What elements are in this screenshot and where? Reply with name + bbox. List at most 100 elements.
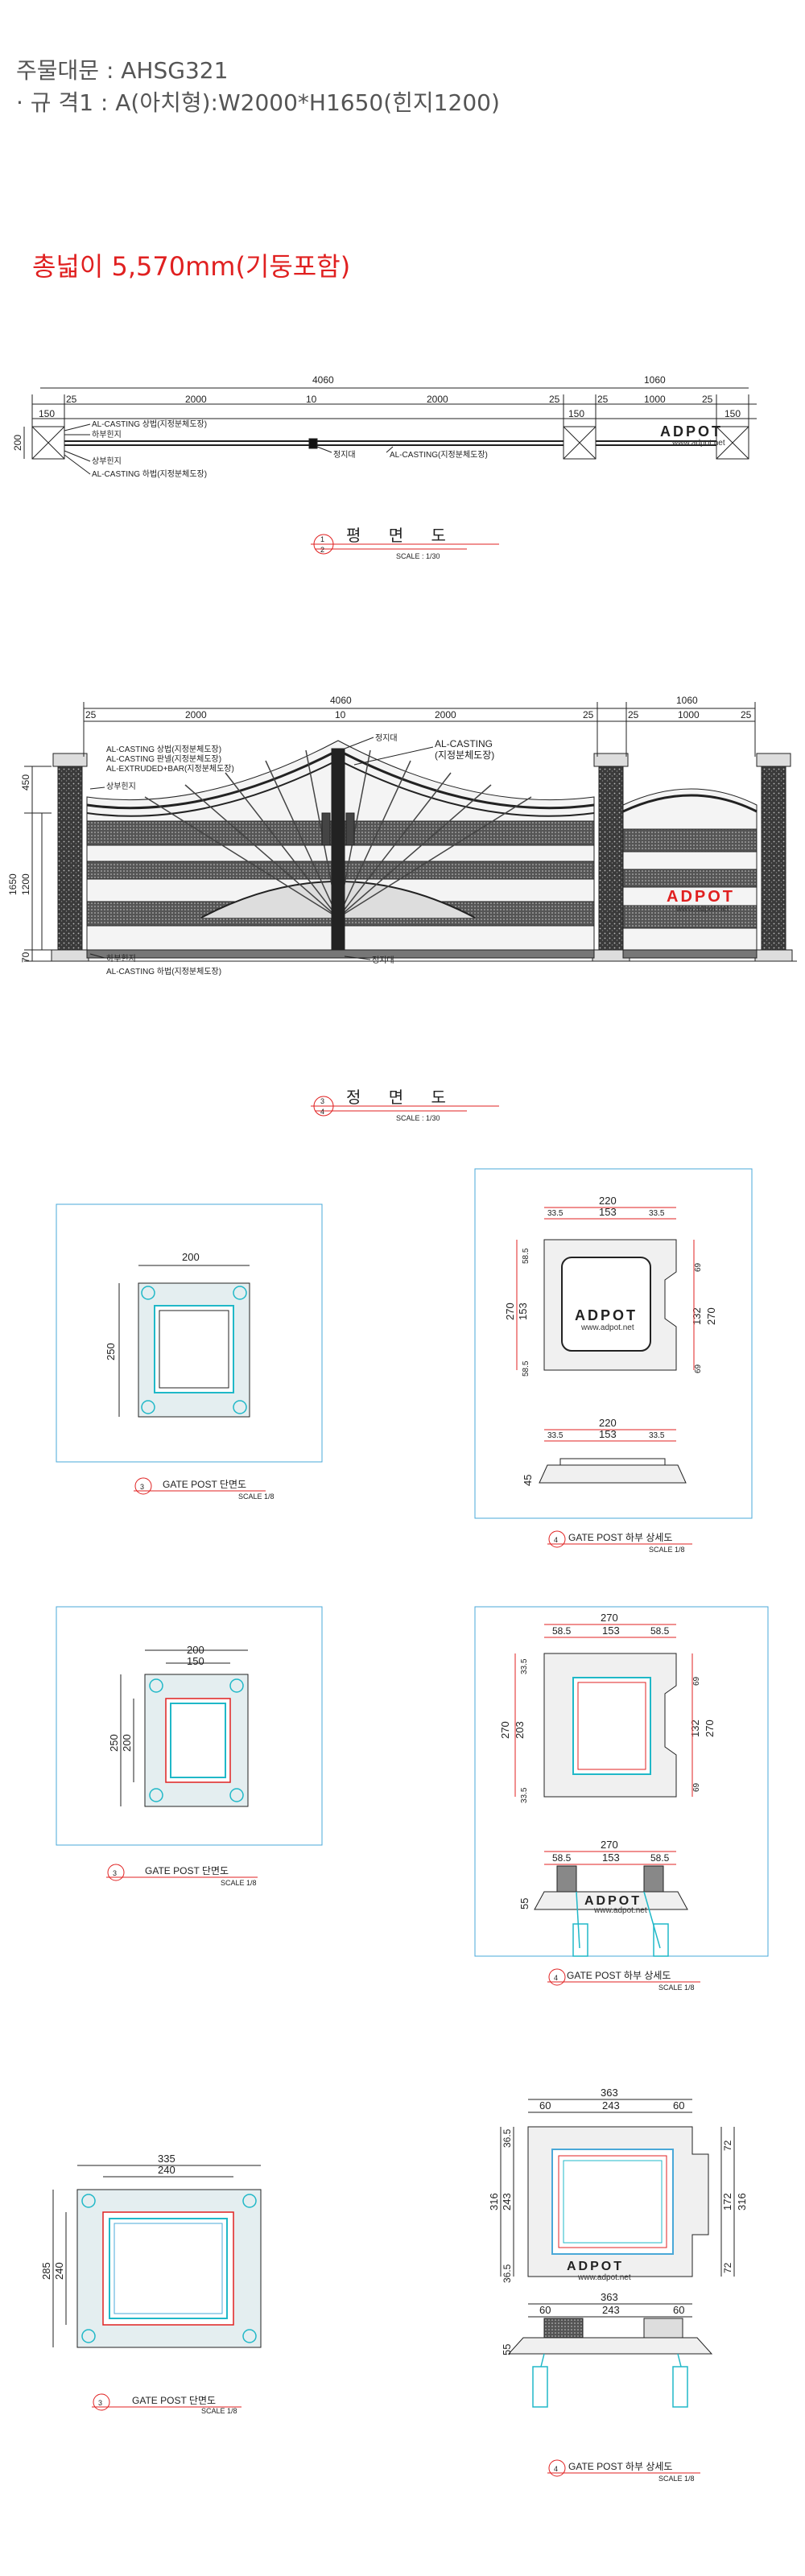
plan-watermark: ADPOT www.adpot.net: [660, 423, 725, 448]
d6-right-mid: 172: [721, 2193, 733, 2211]
elev-dim-leaf-right: 2000: [435, 709, 456, 720]
d3-dim-inner-height: 200: [121, 1734, 133, 1752]
plan-marker-bottom: 2: [320, 546, 324, 554]
plan-dim-post-right: 150: [724, 408, 741, 419]
elev-post-left: [51, 753, 89, 962]
plan-dim-c25c: 25: [597, 394, 609, 405]
d5-dim-outer-width: 335: [158, 2153, 175, 2165]
elevation-dimension-text: 4060 1060 2000 10 2000 1000 25 25 25 25 …: [7, 695, 752, 963]
plan-dim-c25d: 25: [702, 394, 713, 405]
plan-scale: SCALE : 1/30: [396, 552, 440, 560]
d1-dim-height: 250: [105, 1343, 117, 1360]
d4-top-c: 58.5: [650, 1625, 670, 1637]
d2-left-total: 270: [504, 1302, 516, 1320]
d5-dim-outer-height: 285: [40, 2262, 52, 2280]
elevation-labels: 정지대 AL-CASTING (지정분체도장) AL-CASTING 상법(지정…: [89, 733, 494, 976]
elev-dim-leaf-left: 2000: [185, 709, 207, 720]
d6-top-total: 363: [601, 2087, 618, 2099]
elevation-dimensions: [24, 702, 756, 961]
elev-label-top-stop: 정지대: [375, 733, 398, 743]
elev-dim-450: 450: [20, 774, 31, 791]
plan-post-mid: [563, 426, 597, 460]
d4-left-total: 270: [499, 1721, 511, 1739]
plan-brand-url: www.adpot.net: [671, 439, 725, 448]
d2-right-top: 69: [694, 1262, 703, 1272]
d2-brand: ADPOT: [575, 1307, 638, 1323]
plan-dim-leaf-right: 2000: [427, 394, 448, 405]
d3-dim-outer-height: 250: [108, 1734, 120, 1752]
elev-label-upper-hinge: 상부힌지: [106, 782, 136, 791]
d2-brand-url: www.adpot.net: [580, 1323, 634, 1332]
d4-top-total: 270: [601, 1612, 618, 1624]
plan-view: [23, 387, 757, 460]
d2-base-height: 45: [522, 1475, 534, 1486]
d4-marker: 4: [554, 1974, 558, 1982]
elev-dim-c25c: 25: [628, 709, 639, 720]
plan-brand: ADPOT: [660, 423, 723, 440]
elev-dim-c25d: 25: [741, 709, 752, 720]
d6-marker: 4: [554, 2465, 558, 2473]
d2-base-b: 153: [599, 1428, 617, 1440]
spec-line: · 규 격1 : A(아치형):W2000*H1650(힌지1200): [16, 89, 500, 116]
elev-post-right: [754, 753, 793, 962]
d4-right-mid: 132: [689, 1719, 701, 1737]
d2-right-total: 270: [705, 1307, 717, 1325]
plan-title-block: 1 2 평 면 도 SCALE : 1/30: [311, 526, 499, 560]
plan-dim-overall: 4060: [312, 374, 334, 386]
d6-left-top: 36.5: [502, 2128, 513, 2148]
d6-title: GATE POST 하부 상세도: [568, 2461, 672, 2472]
d3-scale: SCALE 1/8: [221, 1879, 257, 1887]
d2-right-bottom: 69: [694, 1364, 703, 1373]
d6-base-a: 60: [539, 2304, 551, 2316]
d4-left-bottom: 33.5: [520, 1787, 529, 1803]
d4-top-b: 153: [602, 1624, 620, 1637]
d4-right-bottom: 69: [692, 1782, 701, 1792]
elev-dim-side: 1060: [676, 695, 698, 706]
elev-label-upper-casting: AL-CASTING 상법(지정분체도장): [106, 745, 221, 754]
d2-left-bottom: 58.5: [522, 1360, 530, 1377]
d3-dim-inner-width: 150: [187, 1655, 204, 1667]
elev-brand: ADPOT: [667, 888, 735, 906]
elev-side-gate: [622, 788, 758, 959]
d4-right-total: 270: [704, 1719, 716, 1737]
elev-dim-c25a: 25: [85, 709, 97, 720]
d3-dim-outer-width: 200: [187, 1644, 204, 1656]
elev-dim-1650: 1650: [7, 873, 19, 895]
elev-brand-url: www.adpot.net: [675, 905, 729, 914]
elev-dim-c25b: 25: [583, 709, 594, 720]
d2-top-c: 33.5: [649, 1209, 665, 1218]
d6-base-total: 363: [601, 2291, 618, 2303]
elevation-title-block: 3 4 정 면 도 SCALE : 1/30: [311, 1088, 499, 1122]
plan-label-lower-casting: AL-CASTING 하법(지정분체도장): [92, 469, 207, 479]
d1-dim-width: 200: [182, 1251, 200, 1263]
elev-marker-top: 3: [320, 1097, 324, 1105]
d2-top-total: 220: [599, 1195, 617, 1207]
d2-left-mid: 153: [517, 1302, 529, 1320]
d5-marker: 3: [98, 2399, 102, 2407]
d6-top-a: 60: [539, 2099, 551, 2112]
plan-post-right: [716, 426, 749, 460]
elev-dim-1200: 1200: [20, 873, 31, 895]
elev-label-al-casting: AL-CASTING: [435, 738, 493, 749]
elev-marker-bottom: 4: [320, 1108, 324, 1116]
elev-main-gate: [86, 740, 595, 959]
plan-dim-depth: 200: [12, 435, 23, 451]
elev-scale: SCALE : 1/30: [396, 1114, 440, 1122]
plan-label-upper-casting: AL-CASTING 상법(지정분체도장): [92, 419, 207, 429]
d2-base-c: 33.5: [649, 1431, 665, 1440]
plan-labels: AL-CASTING 상법(지정분체도장) 하부힌지 상부힌지 AL-CASTI…: [64, 419, 488, 479]
d5-title: GATE POST 단면도: [132, 2395, 216, 2406]
elevation-view: ADPOT www.adpot.net: [24, 740, 797, 962]
d6-brand-url: www.adpot.net: [577, 2273, 631, 2282]
plan-dim-side: 1060: [644, 374, 666, 386]
d1-title: GATE POST 단면도: [163, 1479, 246, 1490]
plan-dim-side-leaf: 1000: [644, 394, 666, 405]
total-width-note: 총넓이 5,570mm(기둥포함): [32, 251, 351, 282]
d4-base-height: 55: [518, 1898, 530, 1909]
d6-right-top: 72: [722, 2140, 733, 2151]
d6-base-c: 60: [673, 2304, 684, 2316]
d4-left-mid: 203: [514, 1721, 526, 1739]
d4-left-top: 33.5: [520, 1658, 529, 1674]
d6-brand: ADPOT: [567, 2260, 624, 2273]
